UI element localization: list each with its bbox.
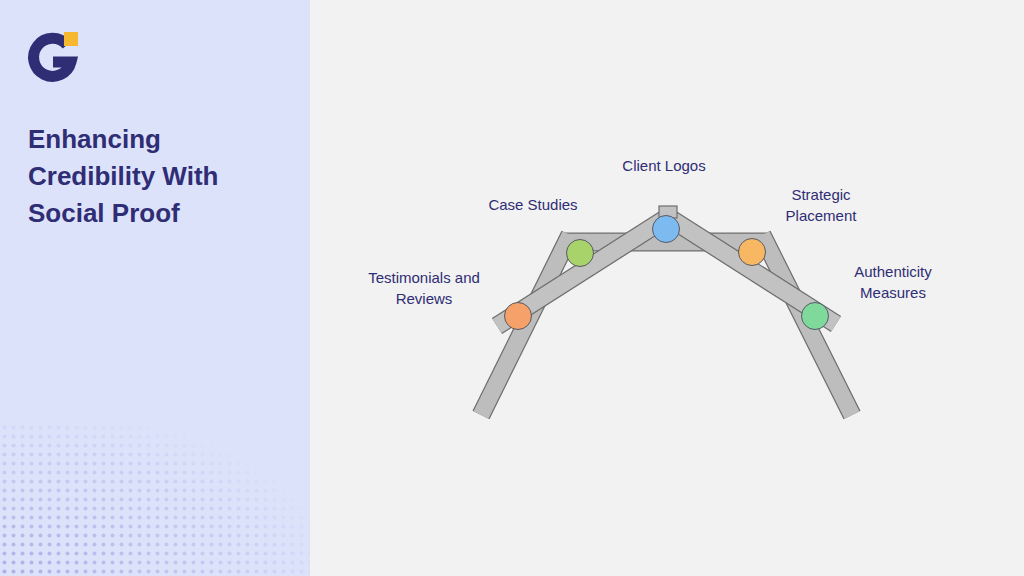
point-node: Strategic Placement [738, 238, 766, 266]
node-label: Case Studies [463, 194, 603, 215]
point-node: Authenticity Measures [801, 302, 829, 330]
arch-frame [481, 206, 852, 415]
node-label: Authenticity Measures [837, 261, 949, 303]
node-label: Client Logos [594, 155, 734, 176]
logo-square [64, 32, 78, 46]
point-node: Testimonials and Reviews [504, 302, 532, 330]
halftone-pattern [0, 420, 310, 576]
diagram-title: Enhancing Credibility With Social Proof [28, 121, 273, 232]
node-label: Testimonials and Reviews [368, 267, 480, 309]
node-label: Strategic Placement [771, 184, 871, 226]
logo [34, 32, 78, 76]
point-node: Client Logos [652, 215, 680, 243]
point-node: Case Studies [566, 239, 594, 267]
